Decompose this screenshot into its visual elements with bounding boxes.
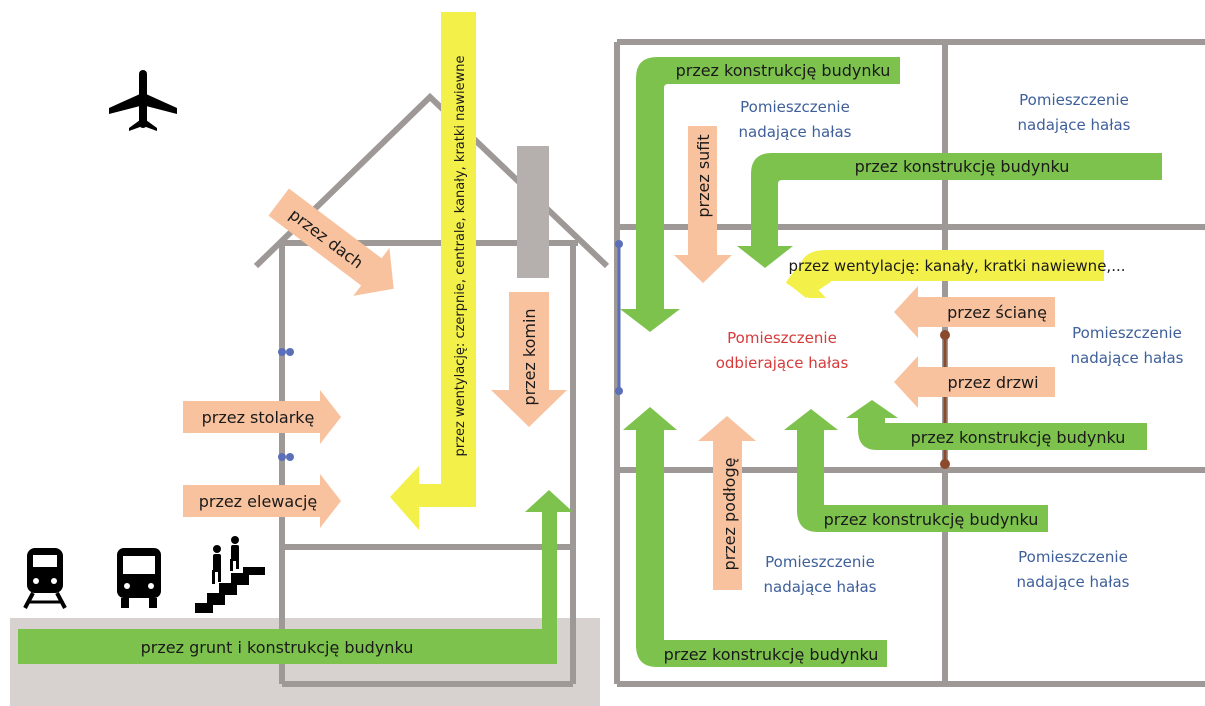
arrow-structure-bottom-mid: przez konstrukcję budynku (784, 409, 1048, 532)
room-source-bottom-mid: Pomieszczenie nadające hałas (764, 553, 877, 596)
room-label-line2: nadające hałas (1017, 573, 1130, 591)
arrow-structure-mid-right: przez konstrukcję budynku (846, 400, 1147, 450)
label-wall: przez ścianę (947, 303, 1047, 322)
room-label-line2: odbierające hałas (716, 354, 849, 372)
chimney (517, 146, 549, 278)
label-structure-top: przez konstrukcję budynku (676, 61, 891, 80)
room-label-line1: Pomieszczenie (765, 553, 875, 571)
arrow-chimney: przez komin (491, 292, 567, 427)
label-chimney: przez komin (520, 308, 539, 405)
window-marker-lower (278, 453, 286, 461)
label-ventilation-right: przez wentylację: kanały, kratki nawiewn… (789, 257, 1126, 275)
room-label-line1: Pomieszczenie (1018, 548, 1128, 566)
arrow-joinery: przez stolarkę (183, 390, 341, 444)
room-label-line2: nadające hałas (1018, 116, 1131, 134)
room-label-line2: nadające hałas (764, 578, 877, 596)
arrow-structure-bottom: przez konstrukcję budynku (623, 407, 887, 667)
door-top-node (940, 330, 950, 340)
label-facade: przez elewację (199, 492, 318, 511)
label-ground: przez grunt i konstrukcję budynku (141, 638, 414, 657)
room-label-line1: Pomieszczenie (740, 98, 850, 116)
label-floor: przez podłogę (720, 458, 739, 571)
arrow-facade: przez elewację (183, 474, 341, 528)
right-panel-rooms (614, 39, 1205, 687)
airplane-icon (109, 70, 177, 131)
arrow-floor: przez podłogę (698, 416, 756, 590)
label-ceiling: przez sufit (694, 134, 713, 217)
arrow-wall: przez ścianę (894, 286, 1055, 338)
window-marker-upper-2 (286, 348, 294, 356)
room-receiving: Pomieszczenie odbierające hałas (716, 329, 849, 372)
arrow-structure-top-right: przez konstrukcję budynku (737, 153, 1162, 268)
arrow-ventilation-right: przez wentylację: kanały, kratki nawiewn… (786, 250, 1126, 298)
room-label-line1: Pomieszczenie (1019, 91, 1129, 109)
room-source-bottom-right: Pomieszczenie nadające hałas (1017, 548, 1130, 591)
label-structure-mid-right: przez konstrukcję budynku (911, 428, 1126, 447)
label-structure-bottom: przez konstrukcję budynku (664, 645, 879, 664)
room-label-line2: nadające hałas (1071, 349, 1184, 367)
window-left-bottom-node (615, 387, 623, 395)
label-structure-bottom-mid: przez konstrukcję budynku (824, 510, 1039, 529)
train-icon (23, 548, 67, 609)
arrow-structure-top: przez konstrukcję budynku (620, 57, 900, 332)
room-label-line2: nadające hałas (739, 123, 852, 141)
bus-icon (117, 548, 161, 608)
arrow-ventilation-left: przez wentylację: czerpnie, centrale, ka… (390, 12, 476, 530)
room-label-line1: Pomieszczenie (727, 329, 837, 347)
pedestrians-on-stairs-icon (195, 536, 265, 613)
arrow-door: przez drzwi (894, 356, 1055, 408)
label-joinery: przez stolarkę (202, 408, 315, 427)
room-source-top-right: Pomieszczenie nadające hałas (1018, 91, 1131, 134)
window-marker-lower-2 (286, 453, 294, 461)
arrow-ceiling: przez sufit (674, 126, 732, 283)
window-left-top-node (615, 240, 623, 248)
label-structure-top-right: przez konstrukcję budynku (855, 157, 1070, 176)
label-door: przez drzwi (947, 373, 1038, 392)
room-label-line1: Pomieszczenie (1072, 324, 1182, 342)
room-source-top-mid: Pomieszczenie nadające hałas (739, 98, 852, 141)
door-bottom-node (940, 459, 950, 469)
arrow-ground-structure: przez grunt i konstrukcję budynku (18, 490, 573, 664)
room-source-mid-right: Pomieszczenie nadające hałas (1071, 324, 1184, 367)
label-ventilation-left: przez wentylację: czerpnie, centrale, ka… (453, 56, 468, 457)
window-marker-upper (278, 348, 286, 356)
